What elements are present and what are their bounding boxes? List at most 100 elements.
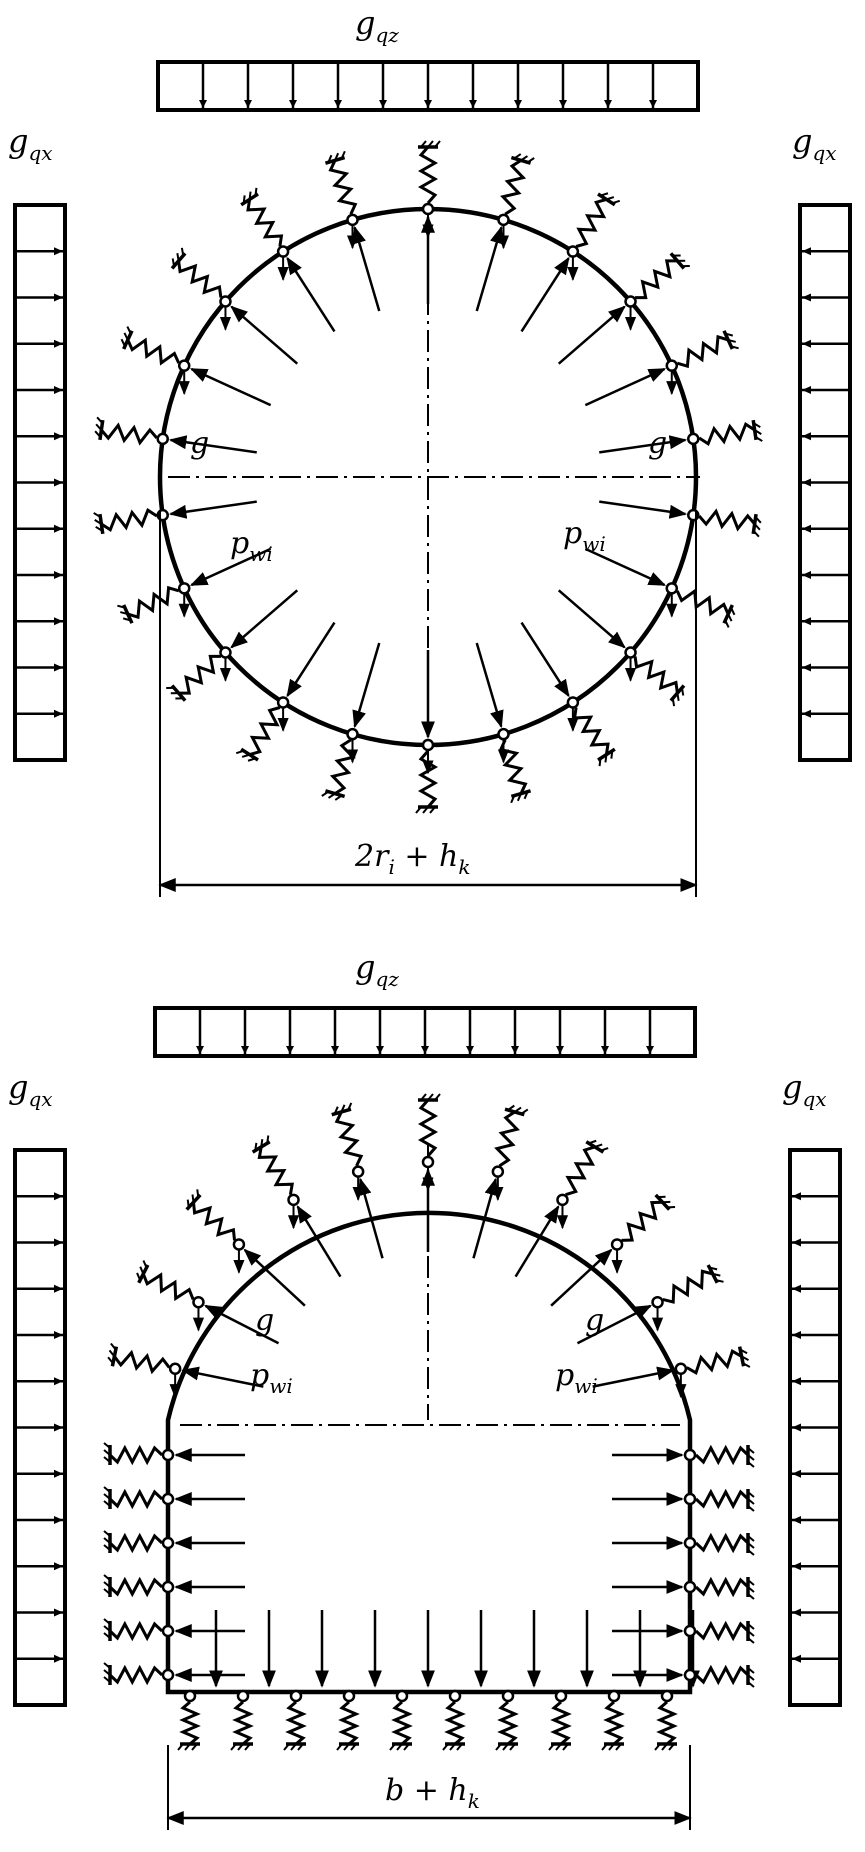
support-hatch xyxy=(120,611,129,616)
support-hatch xyxy=(747,1623,755,1630)
self-weight-label-left: g xyxy=(255,1303,274,1338)
pressure-arrow xyxy=(599,500,688,519)
hinge-node xyxy=(651,1295,664,1309)
support-hatch xyxy=(509,1743,516,1751)
load-arrowhead xyxy=(54,617,63,626)
spring xyxy=(603,1700,625,1746)
spring xyxy=(675,588,730,617)
dimension-line xyxy=(166,1745,692,1830)
support-hatch xyxy=(747,1586,755,1593)
support-hatch xyxy=(290,1743,297,1751)
support-hatch xyxy=(176,253,180,262)
support-hatch xyxy=(95,423,103,431)
load-arrowhead xyxy=(54,1469,63,1478)
spring xyxy=(565,1145,596,1197)
load-arrowhead xyxy=(334,100,342,108)
support-hatch xyxy=(103,1456,111,1463)
spring xyxy=(232,1700,254,1746)
pressure-arrow xyxy=(520,256,570,333)
pressure-arrow xyxy=(576,1304,652,1345)
hinge-node xyxy=(660,1689,674,1703)
support-hatch xyxy=(186,1199,190,1208)
support-hatch xyxy=(103,1449,111,1456)
support-hatch xyxy=(676,692,680,701)
support-hatch xyxy=(516,793,522,802)
support-hatch xyxy=(604,754,608,763)
load-arrowhead xyxy=(379,100,387,108)
spring xyxy=(179,1700,201,1746)
support-hatch xyxy=(120,338,126,347)
spring xyxy=(444,1700,466,1746)
support-hatch xyxy=(741,1355,749,1362)
left-load-label: gqx xyxy=(8,1068,53,1111)
support-hatch xyxy=(606,196,615,201)
pressure-arrow xyxy=(472,1177,499,1259)
spring xyxy=(662,1269,714,1304)
load-arrowhead xyxy=(792,1516,801,1524)
load-arrowhead xyxy=(54,1423,63,1432)
support-hatch xyxy=(184,1743,191,1751)
support-hatch xyxy=(254,1142,258,1151)
spring xyxy=(328,159,358,215)
support-hatch xyxy=(389,1743,396,1751)
support-hatch xyxy=(126,326,132,334)
load-arrowhead xyxy=(792,1423,801,1432)
spring xyxy=(177,260,223,298)
hinge-node xyxy=(566,696,580,709)
center-axis xyxy=(168,219,700,735)
support-hatch xyxy=(321,790,329,797)
water-pressure-label-right: pwi xyxy=(555,1358,598,1398)
support-hatch xyxy=(712,1272,721,1277)
pressure-arrow xyxy=(475,642,504,729)
support-hatch xyxy=(110,1342,117,1351)
support-hatch xyxy=(747,1579,755,1586)
left-load-strip xyxy=(13,1148,67,1707)
pressure-arrow xyxy=(514,1205,560,1278)
pressure-arrow xyxy=(584,547,667,587)
spring xyxy=(285,1700,307,1746)
pressure-arrow xyxy=(181,1366,264,1388)
spring xyxy=(108,1620,164,1642)
hinge-node xyxy=(610,1238,624,1251)
spring xyxy=(676,334,729,369)
hinge-node xyxy=(183,1689,197,1703)
hinge-node xyxy=(683,1492,697,1506)
support-hatch xyxy=(747,1505,755,1512)
support-hatch xyxy=(177,1743,184,1751)
support-hatch xyxy=(103,1544,111,1551)
load-arrowhead xyxy=(469,100,477,108)
support-hatch xyxy=(671,698,676,707)
support-hatch xyxy=(600,192,609,197)
hinge-node xyxy=(674,1362,688,1375)
spring xyxy=(329,738,356,795)
support-hatch xyxy=(727,338,736,343)
dimension-line xyxy=(158,510,698,897)
load-arrowhead xyxy=(792,1562,801,1571)
spring xyxy=(141,1272,195,1302)
support-hatch xyxy=(747,1447,755,1454)
lining-outline-path xyxy=(165,1210,693,1695)
support-hatch xyxy=(103,1500,111,1507)
spring xyxy=(108,1664,164,1686)
hinge-node xyxy=(168,1362,182,1375)
pressure-arrow xyxy=(168,500,257,519)
support-hatch xyxy=(420,140,427,148)
hinge-node xyxy=(624,646,637,659)
circular-tunnel-figure: gqz gqx gqx g g pwi pwi 2ri + hk xyxy=(8,4,852,897)
support-hatch xyxy=(442,1743,449,1751)
support-hatch xyxy=(747,1681,755,1688)
support-hatch xyxy=(427,140,434,148)
horseshoe-tunnel-figure: gqz gqx gqx g g pwi pwi b + hk xyxy=(8,948,842,1830)
pressure-arrow xyxy=(168,435,257,454)
load-arrowhead xyxy=(54,1562,63,1571)
support-hatch xyxy=(242,195,246,204)
support-hatch xyxy=(513,153,522,160)
support-hatch xyxy=(747,1593,755,1600)
support-hatch xyxy=(753,523,761,531)
pressure-arrow xyxy=(189,547,272,587)
hinge-node xyxy=(161,1448,175,1462)
spring xyxy=(685,1348,743,1376)
support-hatch xyxy=(196,1189,200,1198)
water-pressure-label-left: pwi xyxy=(250,1358,293,1398)
